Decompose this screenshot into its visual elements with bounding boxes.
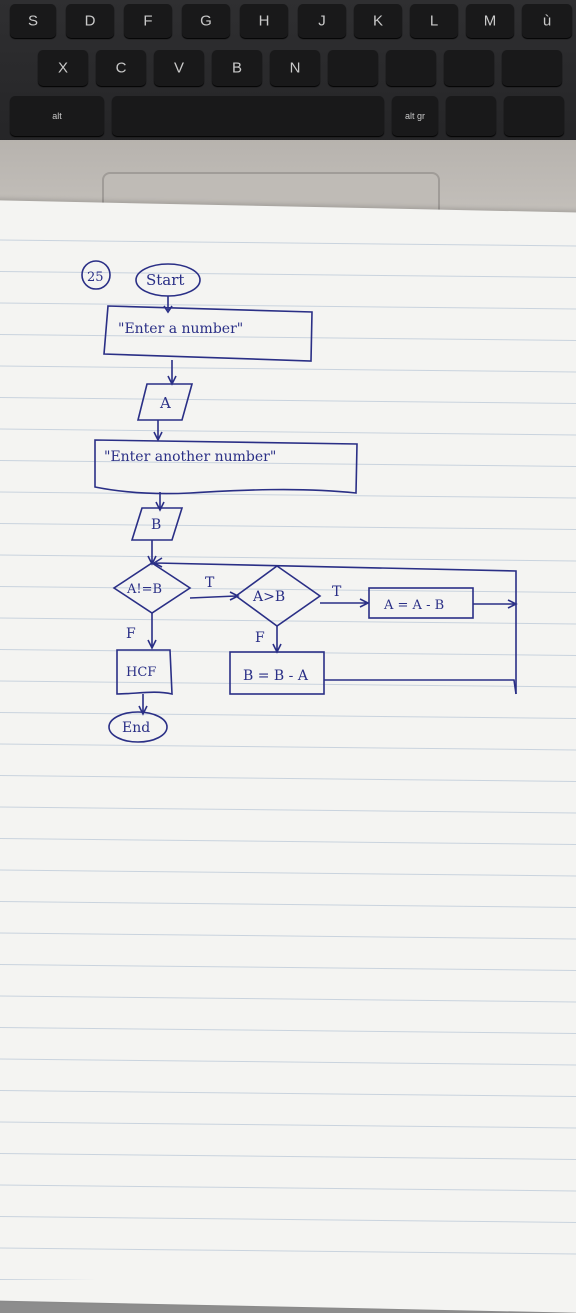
arrow-condition1-true xyxy=(189,591,240,601)
condition2-label: A>B xyxy=(252,589,285,605)
ruled-line xyxy=(0,869,576,877)
problem-number-circle xyxy=(81,260,111,290)
ruled-line xyxy=(0,1090,576,1097)
false-label-2: F xyxy=(255,630,265,646)
ruled-line xyxy=(0,1247,576,1255)
key-menu xyxy=(446,96,496,136)
ruled-line xyxy=(0,302,576,310)
ruled-line xyxy=(0,712,576,719)
key-u-grave: ù xyxy=(522,4,572,38)
key-blank-2 xyxy=(386,50,436,86)
prompt2-box xyxy=(94,439,358,495)
key-blank-1 xyxy=(328,50,378,86)
end-label: End xyxy=(122,720,150,736)
arrow-prompt2-to-input-b xyxy=(155,492,165,512)
assign-b-box xyxy=(229,651,325,695)
ruled-line xyxy=(0,617,576,625)
key-h: H xyxy=(240,4,288,38)
arrow-condition2-true xyxy=(320,598,370,608)
arrow-input-a-to-prompt2 xyxy=(153,420,163,442)
prompt1-box xyxy=(103,305,313,362)
key-alt-gr: alt gr xyxy=(392,96,438,136)
line-assign-b-to-loop xyxy=(324,679,517,695)
end-terminal xyxy=(108,711,168,743)
ruled-line xyxy=(0,1027,576,1034)
prompt1-label: "Enter a number" xyxy=(118,321,243,337)
key-ctrl xyxy=(504,96,564,136)
arrow-condition2-false xyxy=(272,626,282,654)
ruled-line xyxy=(0,901,576,908)
key-l: L xyxy=(410,4,458,38)
key-s: S xyxy=(10,4,56,38)
ruled-line xyxy=(0,964,576,971)
ruled-line xyxy=(0,271,576,278)
ruled-line xyxy=(0,554,576,562)
ruled-line xyxy=(0,775,576,782)
ruled-line xyxy=(0,239,576,247)
arrow-start-to-prompt1 xyxy=(163,296,173,314)
key-x: X xyxy=(38,50,88,86)
ruled-line xyxy=(0,523,576,530)
key-j: J xyxy=(298,4,346,38)
ruled-line xyxy=(0,334,576,341)
key-v: V xyxy=(154,50,204,86)
ruled-line xyxy=(0,397,576,404)
ruled-line xyxy=(0,460,576,467)
key-alt: alt xyxy=(10,96,104,136)
input-a-box xyxy=(136,383,194,421)
ruled-line xyxy=(0,491,576,499)
key-blank-4 xyxy=(502,50,562,86)
false-label-1: F xyxy=(126,626,136,642)
true-label-1: T xyxy=(205,575,215,591)
prompt2-label: "Enter another number" xyxy=(104,449,276,465)
key-b: B xyxy=(212,50,262,86)
key-n: N xyxy=(270,50,320,86)
arrow-hcf-to-end xyxy=(138,694,148,716)
key-k: K xyxy=(354,4,402,38)
key-g: G xyxy=(182,4,230,38)
ruled-line xyxy=(0,680,576,688)
key-c: C xyxy=(96,50,146,86)
start-label: Start xyxy=(146,271,184,289)
ruled-line xyxy=(0,995,576,1003)
output-hcf-label: HCF xyxy=(126,665,156,680)
input-b-box xyxy=(130,507,184,541)
key-m: M xyxy=(466,4,514,38)
ruled-line xyxy=(0,1121,576,1129)
arrow-prompt1-to-input-a xyxy=(167,360,177,386)
flowchart: 25 Start "Enter a number" A "Enter anoth… xyxy=(81,260,518,743)
ruled-line xyxy=(0,1058,576,1066)
ruled-line xyxy=(0,806,576,814)
key-d: D xyxy=(66,4,114,38)
ruled-line xyxy=(0,743,576,751)
assign-a-label: A = A - B xyxy=(383,598,444,613)
ruled-line xyxy=(0,586,576,593)
arrow-condition1-false xyxy=(147,613,157,650)
key-f: F xyxy=(124,4,172,38)
input-b-label: B xyxy=(151,517,161,533)
assign-a-box xyxy=(368,587,474,619)
arrow-assign-a-to-loop xyxy=(473,599,518,609)
ruled-line xyxy=(0,1184,576,1192)
key-blank-3 xyxy=(444,50,494,86)
ruled-line xyxy=(0,932,576,940)
laptop-keyboard: S D F G H J K L M ù X C V B N alt alt gr xyxy=(0,0,576,160)
assign-b-label: B = B - A xyxy=(243,668,309,684)
arrow-input-b-to-condition1 xyxy=(147,540,157,566)
output-hcf-box xyxy=(116,649,173,696)
ruled-line xyxy=(0,428,576,436)
condition1-label: A!=B xyxy=(126,582,162,597)
ruled-line xyxy=(0,1216,576,1223)
ruled-line xyxy=(0,1153,576,1160)
true-label-2: T xyxy=(332,584,342,600)
input-a-label: A xyxy=(159,394,171,412)
ruled-line xyxy=(0,838,576,845)
problem-number: 25 xyxy=(87,270,104,285)
ruled-line xyxy=(0,365,576,373)
key-space xyxy=(112,96,384,136)
loop-back-line xyxy=(152,557,517,694)
